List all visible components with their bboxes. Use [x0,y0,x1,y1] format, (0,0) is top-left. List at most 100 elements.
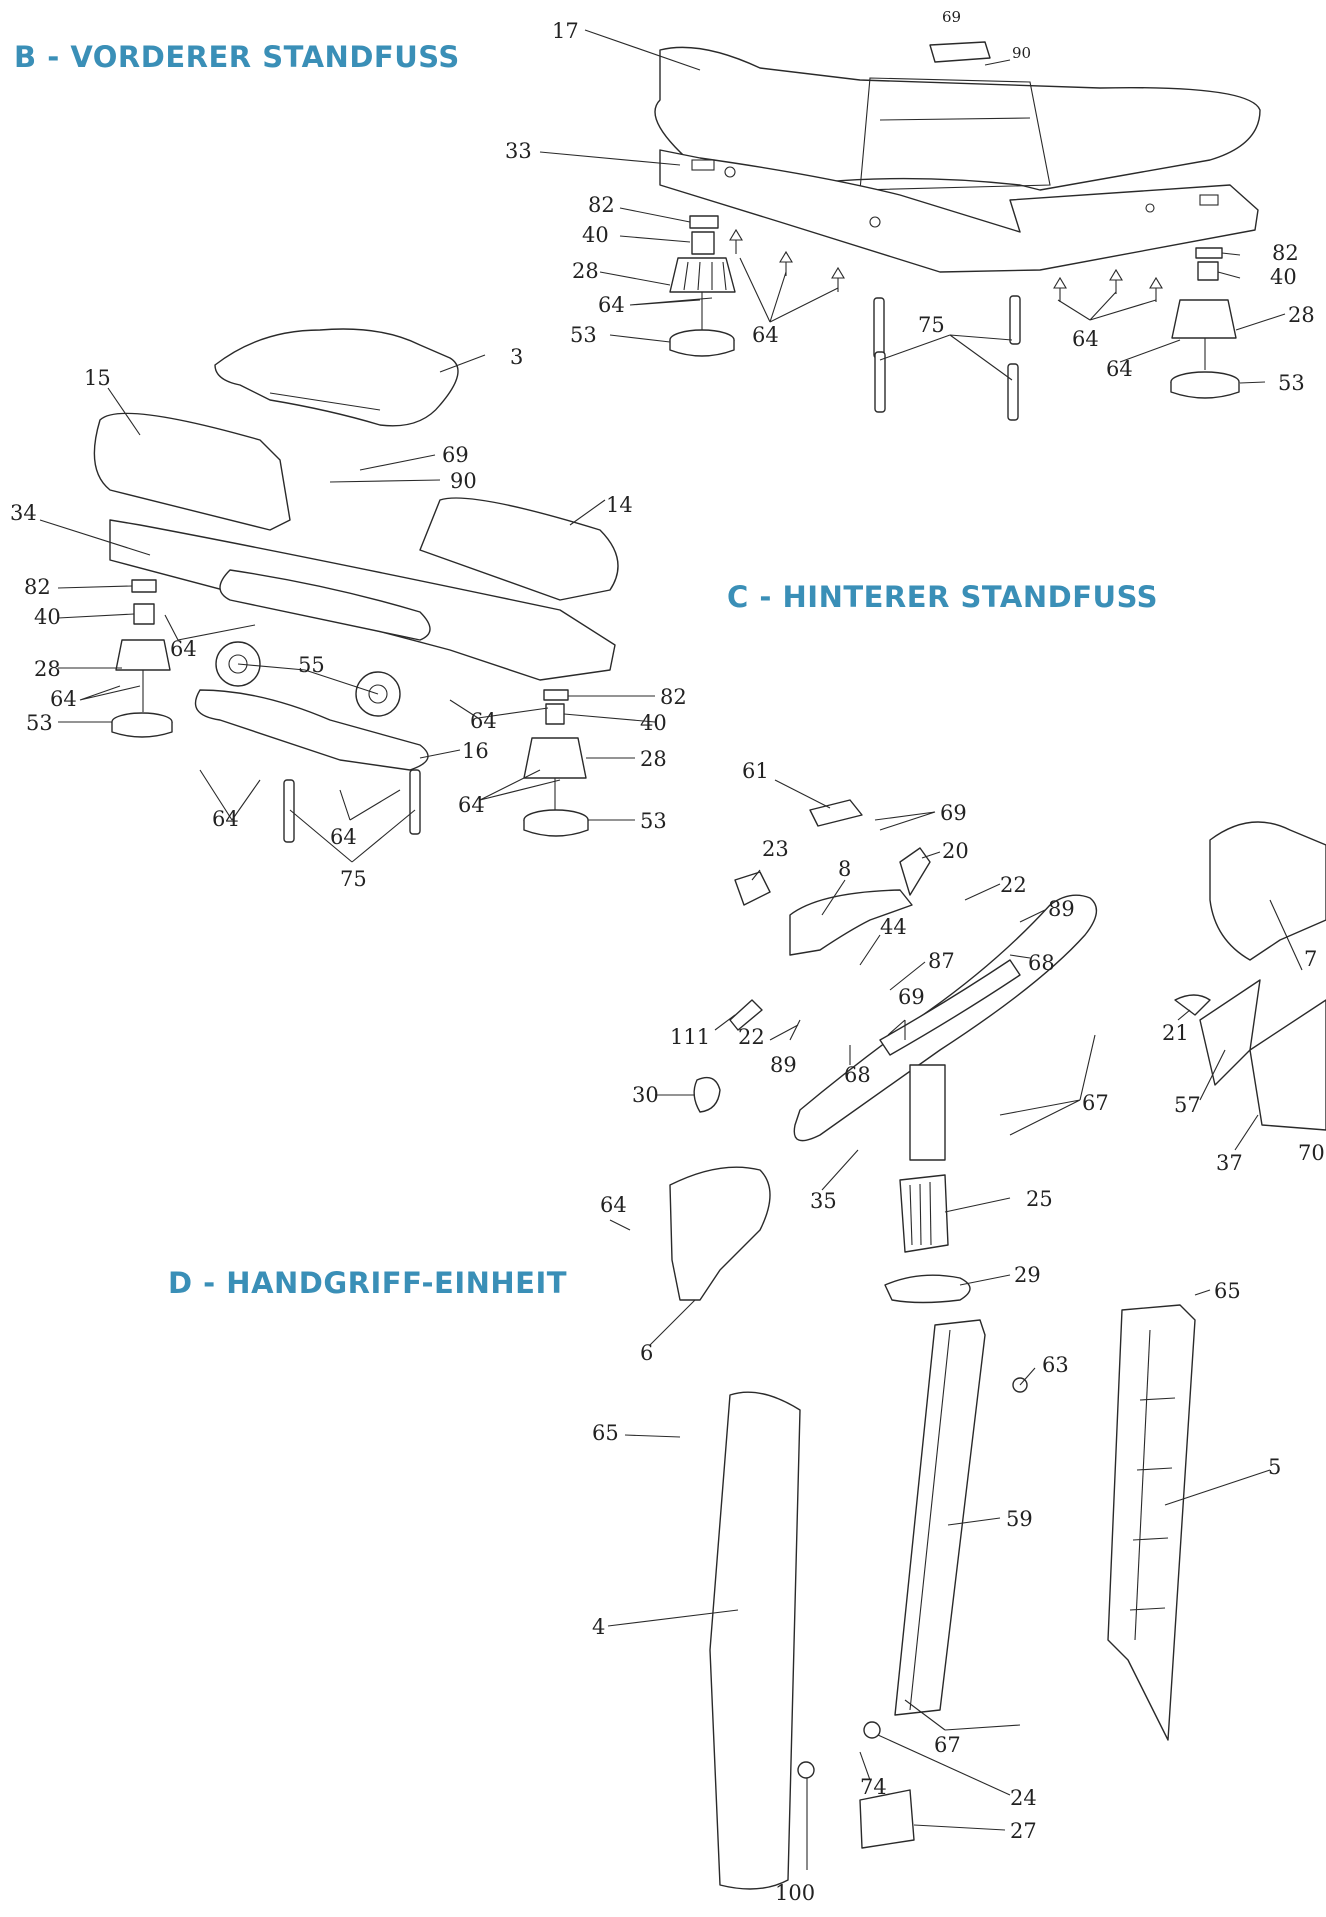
callout-65: 65 [592,1421,619,1445]
callout-28: 28 [572,259,599,283]
callout-70: 70 [1298,1141,1325,1165]
callout-28: 28 [34,657,61,681]
callout-64: 64 [598,293,625,317]
callout-53: 53 [26,711,53,735]
part-bracket-16 [194,689,429,771]
part-cap-82-rear-left [131,579,157,593]
part-cover-4 [709,1391,801,1890]
callout-55: 55 [298,653,325,677]
callout-89: 89 [1048,897,1075,921]
callout-40: 40 [640,711,667,735]
section-title-d: D - HANDGRIFF-EINHEIT [168,1266,568,1300]
callout-29: 29 [1014,1263,1041,1287]
callout-64: 64 [470,709,497,733]
callout-25: 25 [1026,1187,1053,1211]
part-cap-82 [689,215,719,229]
callout-90: 90 [1012,44,1031,62]
part-23 [734,871,771,906]
callout-4: 4 [592,1615,605,1639]
callout-82: 82 [588,193,615,217]
callout-33: 33 [505,139,532,163]
callout-69: 69 [940,801,967,825]
callout-44: 44 [880,915,907,939]
callout-69: 69 [898,985,925,1009]
callout-27: 27 [1010,1819,1037,1843]
part-insert-40-rear-right [545,703,565,725]
part-seal-30 [693,1076,721,1113]
part-cover-15 [93,412,291,531]
callout-75: 75 [340,867,367,891]
callout-64: 64 [752,323,779,347]
callout-111: 111 [670,1025,710,1049]
callout-35: 35 [810,1189,837,1213]
callout-6: 6 [640,1341,653,1365]
callout-15: 15 [84,366,111,390]
section-title-c: C - HINTERER STANDFUSS [727,580,1159,614]
callout-labels: 17 69 90 33 82 40 28 64 53 75 64 64 82 4… [10,8,1325,1905]
callout-22: 22 [738,1025,765,1049]
part-pin-75 [873,297,885,359]
part-21 [1174,994,1211,1016]
callout-5: 5 [1268,1455,1281,1479]
part-25 [899,1174,949,1253]
callout-82: 82 [24,575,51,599]
callout-14: 14 [606,493,633,517]
callout-64: 64 [50,687,77,711]
callout-75: 75 [918,313,945,337]
callout-3: 3 [510,345,523,369]
callout-40: 40 [582,223,609,247]
part-top-cover-3 [214,328,459,427]
callout-68: 68 [844,1063,871,1087]
part-tube-59 [894,1319,986,1716]
rear-base-assembly [93,328,619,843]
part-cover-14 [419,497,619,601]
callout-64: 64 [1072,327,1099,351]
part-bracket-28 [669,257,736,293]
callout-68: 68 [1028,951,1055,975]
part-shell-7 [1209,821,1326,961]
part-clip-90 [929,41,991,63]
callout-28: 28 [1288,303,1315,327]
part-axle-bar [219,569,431,641]
callout-34: 34 [10,501,37,525]
callout-64: 64 [600,1193,627,1217]
callout-7: 7 [1304,947,1317,971]
part-front-frame [659,149,1259,273]
part-insert-40-right [1197,261,1219,281]
part-29 [884,1274,971,1304]
part-37 [1249,999,1326,1131]
callout-69: 69 [942,8,961,26]
callout-74: 74 [860,1775,887,1799]
callout-24: 24 [1010,1786,1037,1810]
part-8 [789,889,913,956]
part-20 [899,847,931,896]
callout-37: 37 [1216,1151,1243,1175]
callout-65: 65 [1214,1279,1241,1303]
part-insert-40 [691,231,715,255]
part-111 [729,999,763,1031]
callout-64: 64 [212,807,239,831]
callout-53: 53 [640,809,667,833]
callout-64: 64 [458,793,485,817]
callout-100: 100 [775,1881,815,1905]
callout-64: 64 [1106,357,1133,381]
callout-69: 69 [442,443,469,467]
callout-40: 40 [34,605,61,629]
callout-22: 22 [1000,873,1027,897]
section-title-b: B - VORDERER STANDFUSS [14,40,460,74]
callout-21: 21 [1162,1021,1189,1045]
part-cap-82-rear-right [543,689,569,701]
part-post-center [909,1064,946,1161]
handle-assembly [669,799,1326,1890]
part-cover-5 [1107,1304,1196,1741]
part-57 [1199,979,1261,1086]
callout-8: 8 [838,857,851,881]
part-cap-82-right [1195,247,1223,259]
part-pin-75-rear [283,779,295,843]
callout-64: 64 [330,825,357,849]
front-base-assembly [654,41,1261,421]
part-clamp-27 [859,1789,915,1849]
callout-23: 23 [762,837,789,861]
callout-61: 61 [742,759,769,783]
